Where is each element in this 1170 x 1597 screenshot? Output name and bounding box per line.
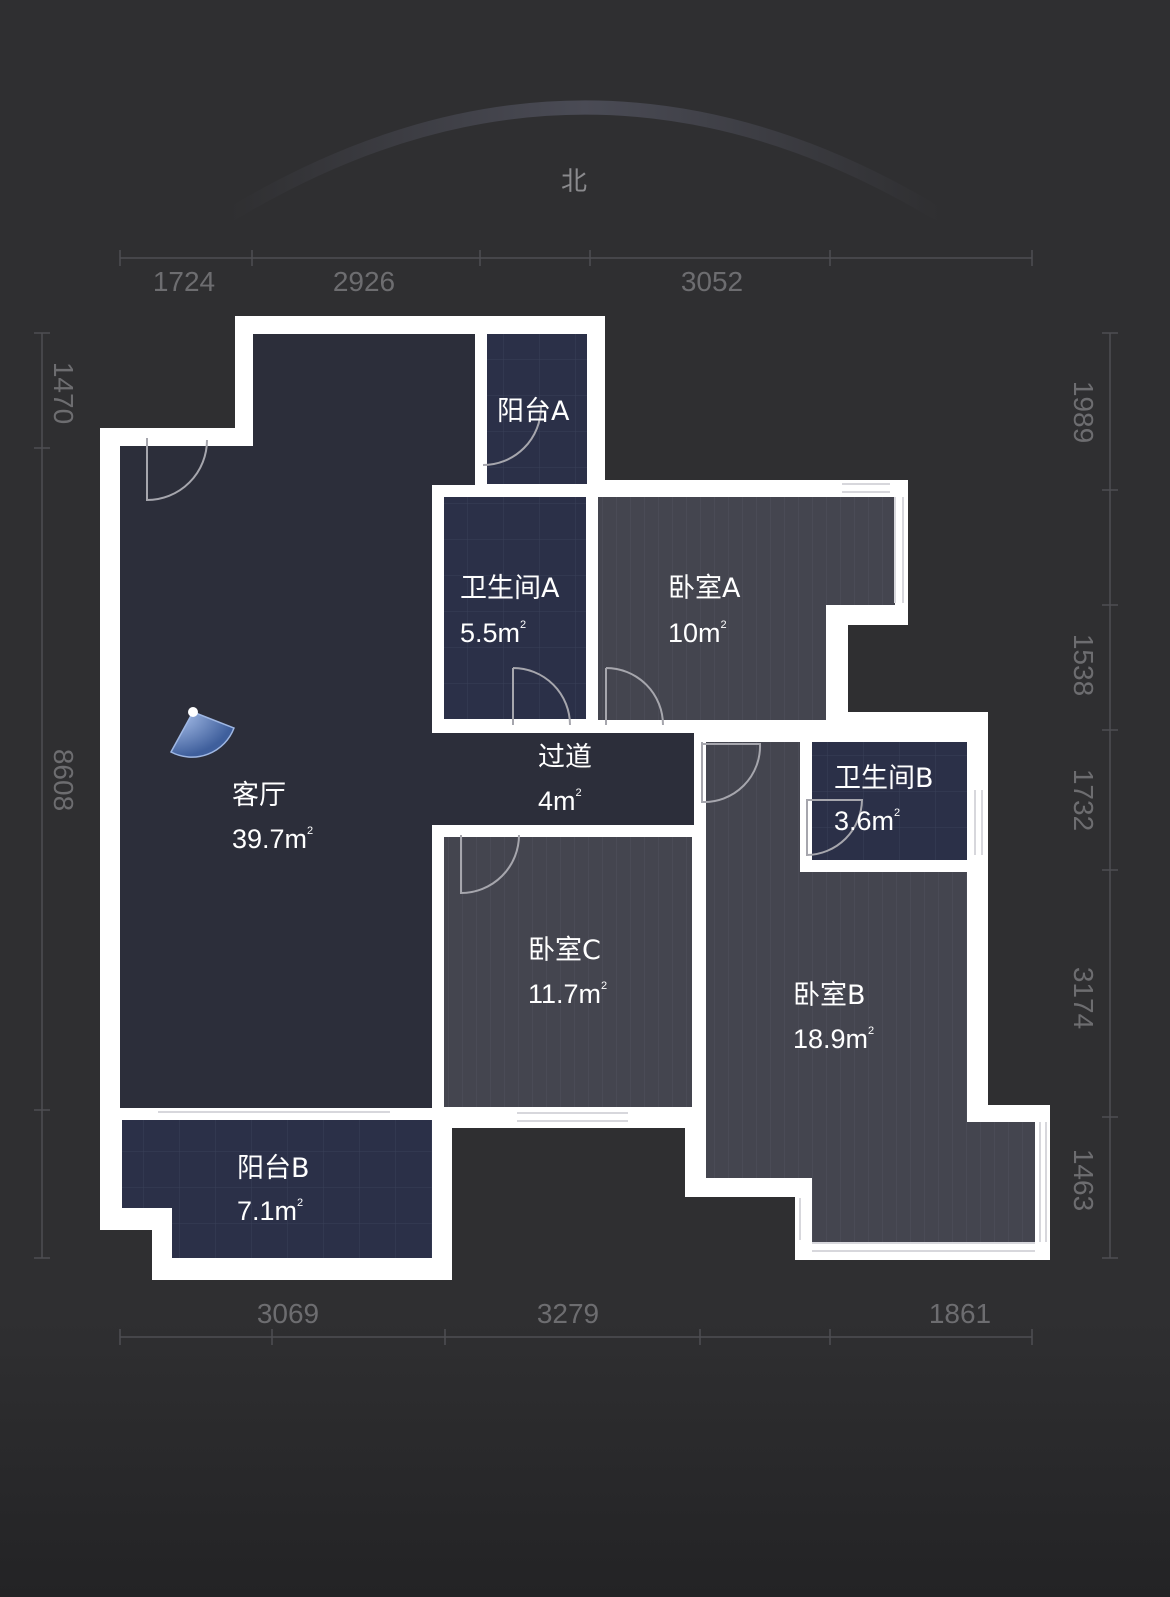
- living-name: 客厅: [232, 780, 286, 811]
- dim-right-5: 1463: [1068, 1149, 1099, 1211]
- doors: [146, 406, 864, 895]
- svg-text:11.7m2: 11.7m2: [528, 979, 607, 1009]
- hallway-floor: [432, 733, 694, 825]
- svg-text:39.7m2: 39.7m2: [232, 824, 313, 854]
- hallway-name: 过道: [538, 742, 592, 773]
- dim-right-4: 3174: [1068, 967, 1099, 1029]
- compass-north-label: 北: [561, 167, 587, 197]
- svg-text:7.1m2: 7.1m2: [237, 1196, 303, 1226]
- dim-left-1: 1470: [48, 362, 79, 424]
- svg-text:18.9m2: 18.9m2: [793, 1024, 874, 1054]
- svg-text:5.5m2: 5.5m2: [460, 618, 526, 648]
- bedroom-b-area: 18.9m: [793, 1024, 868, 1054]
- dimension-labels: 1724 2926 3052 3069 3279 1861 1470 8608 …: [48, 266, 1099, 1329]
- door-bath-a-icon: [512, 667, 571, 726]
- bedroom-b-name: 卧室B: [793, 980, 866, 1011]
- door-bedroom-b-icon: [701, 742, 762, 804]
- bedroom-c-floor: [444, 837, 692, 1107]
- bath-b-area: 3.6m: [834, 806, 894, 836]
- camera-view-marker: [169, 707, 235, 758]
- view-origin-icon: [188, 707, 198, 717]
- bedroom-c-name: 卧室C: [528, 935, 601, 966]
- dim-right-2: 1538: [1068, 634, 1099, 696]
- floors: [120, 334, 1035, 1258]
- bath-a-name: 卫生间A: [460, 573, 560, 604]
- balcony-a-floor: [487, 334, 587, 484]
- bath-b-name: 卫生间B: [834, 763, 934, 794]
- door-bedroom-c-icon: [460, 834, 520, 895]
- dim-bottom-2: 3279: [537, 1298, 599, 1329]
- compass-arc-icon: [226, 100, 944, 221]
- bath-a-area: 5.5m: [460, 618, 520, 648]
- dim-right-1: 1989: [1068, 381, 1099, 443]
- dimension-lines: [34, 250, 1118, 1345]
- door-entry-icon: [146, 438, 208, 502]
- dim-top-1: 1724: [153, 266, 215, 297]
- hallway-area: 4m: [538, 786, 576, 816]
- dim-bottom-1: 3069: [257, 1298, 319, 1329]
- balcony-b-name: 阳台B: [237, 1153, 310, 1184]
- room-labels: 客厅 39.7m2 阳台A 卫生间A 5.5m2 卧室A 10m2 过道 4m2…: [232, 396, 934, 1226]
- svg-text:10m2: 10m2: [668, 618, 727, 648]
- bedroom-c-area: 11.7m: [528, 979, 601, 1009]
- svg-text:4m2: 4m2: [538, 786, 582, 816]
- dim-left-2: 8608: [48, 749, 79, 811]
- windows: [158, 483, 1047, 1252]
- background-fade: [0, 1320, 1170, 1597]
- bedroom-a-name: 卧室A: [668, 573, 741, 604]
- dim-right-3: 1732: [1068, 769, 1099, 831]
- living-floor: [120, 334, 475, 1108]
- dim-top-2: 2926: [333, 266, 395, 297]
- dim-bottom-3: 1861: [929, 1298, 991, 1329]
- balcony-b-area: 7.1m: [237, 1196, 297, 1226]
- balcony-b-floor: [122, 1120, 432, 1258]
- bath-a-floor: [444, 497, 586, 719]
- view-cone-icon: [169, 711, 235, 758]
- living-area: 39.7m: [232, 824, 307, 854]
- svg-text:3.6m2: 3.6m2: [834, 806, 900, 836]
- compass: 北: [226, 100, 944, 221]
- door-balcony-a-icon: [482, 406, 542, 466]
- bedroom-b-floor: [706, 742, 1035, 1242]
- dim-top-3: 3052: [681, 266, 743, 297]
- door-bedroom-a-icon: [605, 667, 664, 726]
- balcony-a-name: 阳台A: [497, 396, 570, 427]
- bedroom-a-area: 10m: [668, 618, 721, 648]
- bedroom-a-floor: [598, 497, 895, 720]
- door-bath-b-icon: [806, 799, 864, 857]
